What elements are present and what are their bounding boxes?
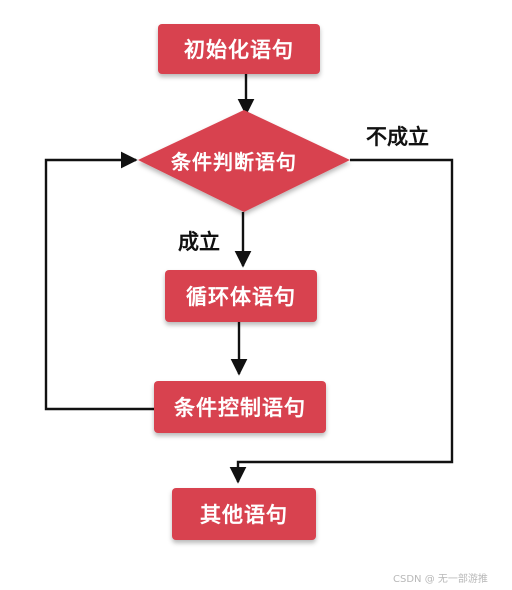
watermark: CSDN @ 无一部游推 bbox=[393, 574, 488, 585]
edge-label-true: 成立 bbox=[178, 230, 220, 254]
node-body: 循环体语句 bbox=[165, 270, 317, 322]
node-condition-label: 条件判断语句 bbox=[171, 150, 297, 174]
node-other-label: 其他语句 bbox=[200, 503, 288, 527]
node-other: 其他语句 bbox=[172, 488, 316, 540]
node-body-label: 循环体语句 bbox=[186, 285, 296, 309]
node-init: 初始化语句 bbox=[158, 24, 320, 74]
node-init-label: 初始化语句 bbox=[184, 38, 294, 62]
edge-condition-to-other bbox=[229, 158, 454, 484]
edge-control-loop-back bbox=[44, 151, 154, 411]
condition-diamond bbox=[138, 110, 350, 212]
node-control: 条件控制语句 bbox=[154, 381, 326, 433]
node-control-label: 条件控制语句 bbox=[174, 396, 306, 420]
edge-label-false: 不成立 bbox=[366, 125, 429, 149]
